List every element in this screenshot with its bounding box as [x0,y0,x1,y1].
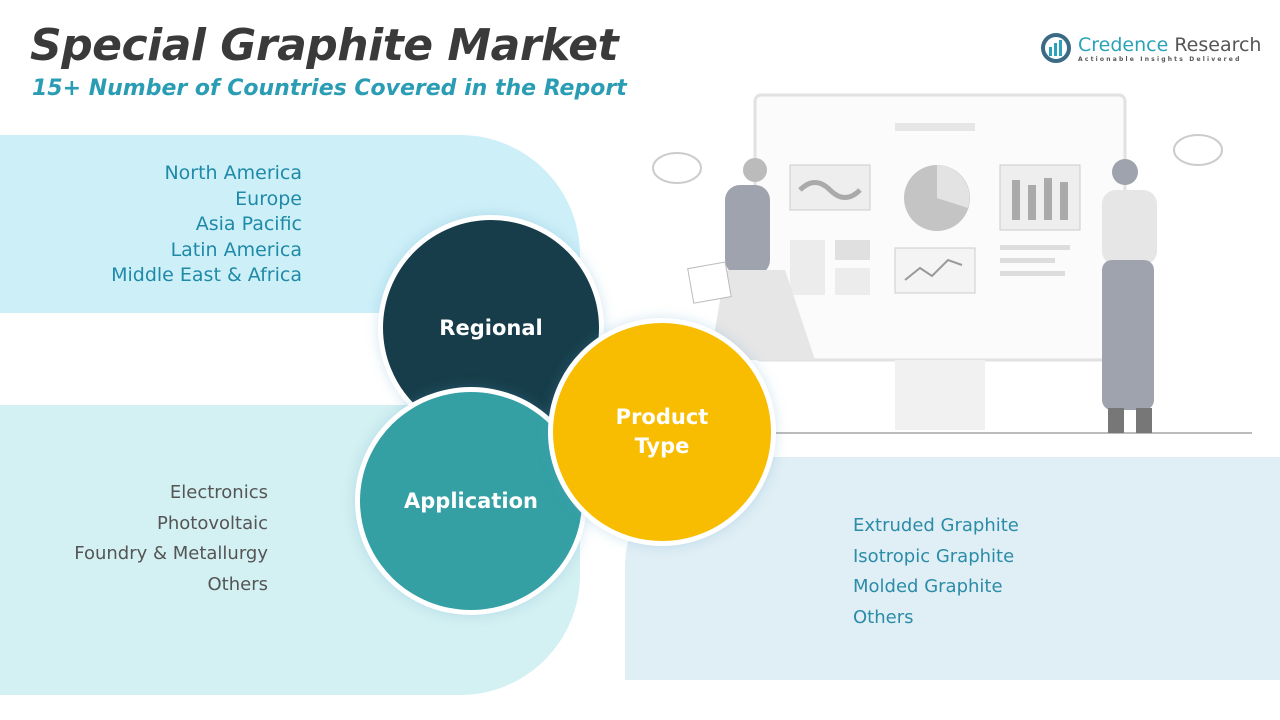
logo-tagline: Actionable Insights Delivered [1078,55,1242,63]
regional-label: Regional [439,315,543,340]
bar-chart-magnifier-icon [1041,33,1071,63]
list-item: Others [853,606,914,628]
page-title: Special Graphite Market [30,20,619,71]
list-item: Latin America [170,238,302,261]
list-item: Electronics [169,482,268,503]
list-item: Molded Graphite [853,576,1003,597]
list-item: Extruded Graphite [853,515,1019,536]
page-subtitle: 15+ Number of Countries Covered in the R… [32,76,627,101]
product-type-list: Extruded Graphite Isotropic Graphite Mol… [853,511,1019,633]
list-item: Others [207,573,269,595]
list-item: Asia Pacific [195,213,302,235]
list-item: Photovoltaic [157,512,268,534]
logo-name: Credence Research [1078,33,1262,56]
list-item: Middle East & Africa [111,264,302,286]
presentation-illustration [652,93,1252,434]
application-label: Application [404,488,538,513]
list-item: Europe [235,187,302,210]
regional-list: North America Europe Asia Pacific Latin … [111,161,302,289]
list-item: Foundry & Metallurgy [74,543,268,564]
logo: Credence Research Actionable Insights De… [1040,32,1261,64]
list-item: Isotropic Graphite [853,545,1015,567]
list-item: North America [164,162,302,184]
application-list: Electronics Photovoltaic Foundry & Metal… [74,478,268,600]
